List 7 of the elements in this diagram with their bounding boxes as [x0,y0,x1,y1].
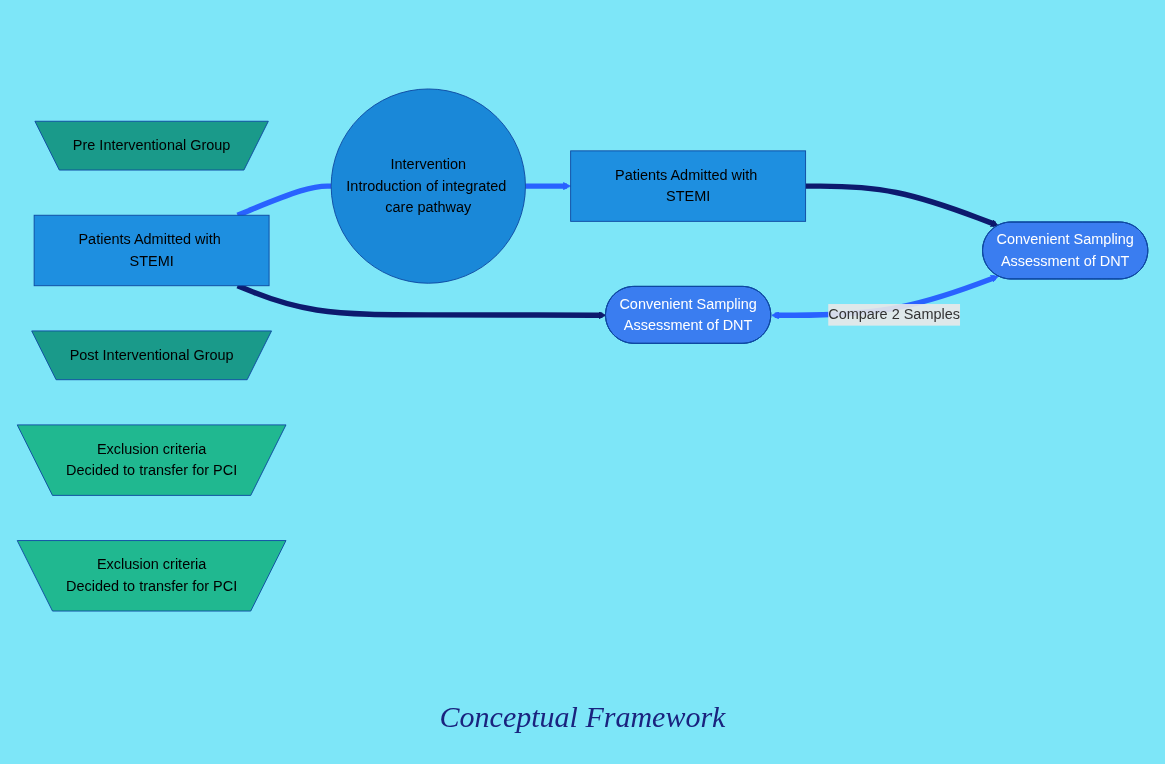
node-box: Patients Admitted with STEMI [33,214,270,287]
arrow [805,183,999,227]
node-box: Patients Admitted with STEMI [570,150,807,222]
edge-label: Compare 2 Samples [828,306,960,323]
caption: Conceptual Framework [439,700,726,733]
node-circle: Intervention Introduction of integrated care pathway [330,88,526,284]
arrow [525,182,571,191]
